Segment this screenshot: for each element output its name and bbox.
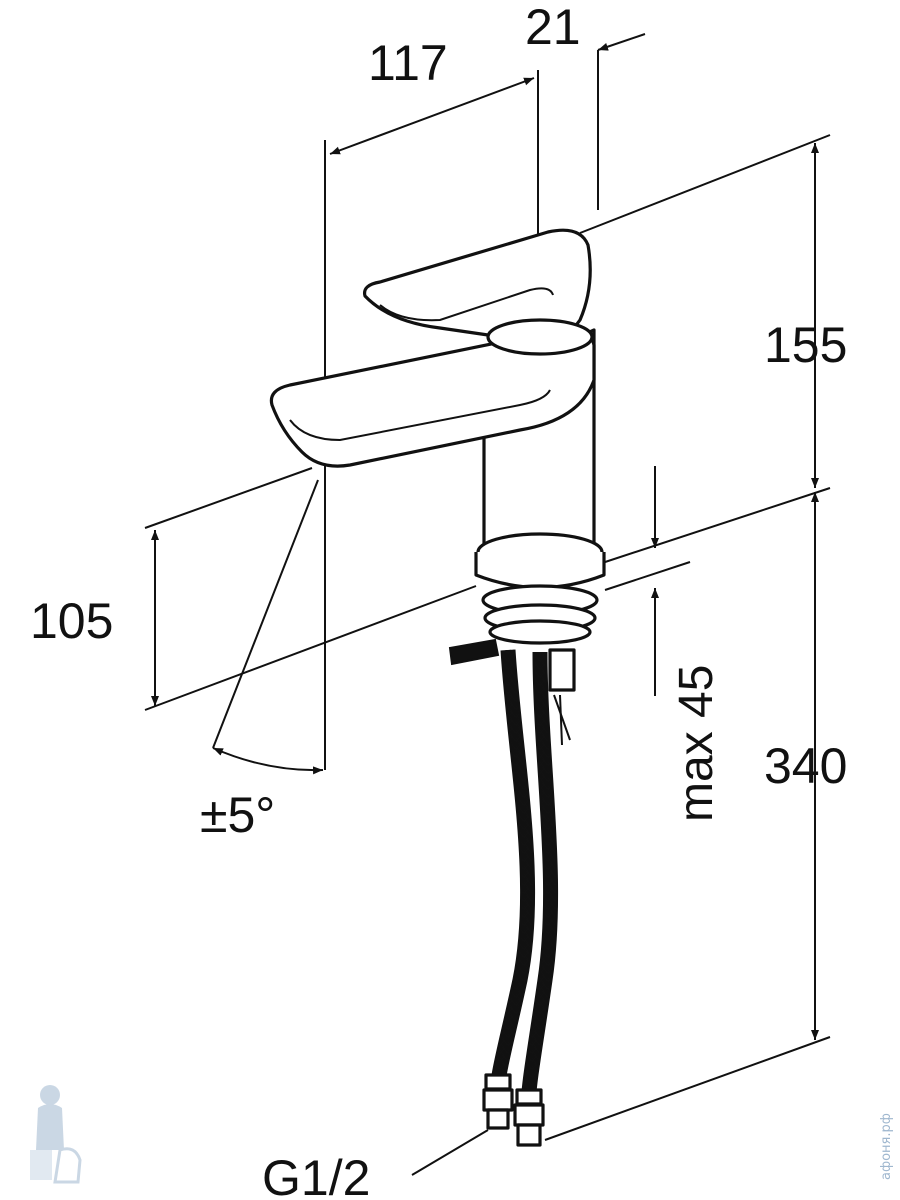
spout-swivel-line — [212, 479, 319, 749]
g12-leader — [411, 1129, 489, 1176]
watermark-text: афоня.рф — [879, 1113, 894, 1180]
handle-cartridge — [486, 318, 594, 356]
supply-hoses — [482, 649, 559, 1147]
hose-fitting-left — [482, 1073, 514, 1130]
plumber-mascot-icon — [30, 1085, 82, 1184]
side-lever — [448, 638, 500, 666]
label-swivel-angle: ±5° — [200, 787, 275, 843]
label-max-thickness: max 45 — [670, 665, 723, 822]
label-connection: G1/2 — [262, 1150, 370, 1200]
label-spout-reach: 117 — [368, 35, 448, 91]
angle-arc — [212, 747, 324, 775]
label-spout-height: 105 — [30, 593, 113, 649]
label-total-height: 340 — [764, 738, 847, 794]
dim-line-21 — [597, 33, 646, 51]
dim-line-117 — [329, 77, 535, 155]
label-lever-offset: 21 — [525, 0, 581, 55]
label-top-height: 155 — [764, 317, 847, 373]
threaded-stud — [548, 648, 576, 692]
hose-fitting-right — [513, 1088, 545, 1147]
faucet — [269, 228, 606, 746]
mount-ring-3 — [488, 619, 592, 645]
dimension-lines — [151, 33, 819, 1176]
base-collar — [474, 552, 606, 590]
extension-lines — [144, 50, 831, 1141]
faucet-spout — [269, 327, 596, 468]
